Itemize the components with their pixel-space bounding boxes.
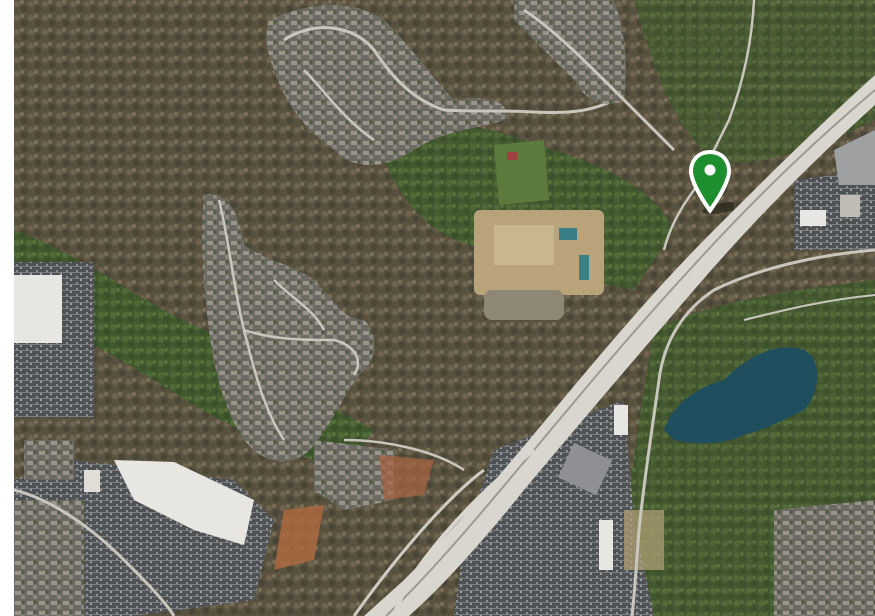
construction-building-2 — [579, 255, 589, 280]
interstate-highway — [364, 75, 875, 616]
red-clay-clearing — [274, 505, 324, 570]
subdivision-north-road-2 — [303, 69, 375, 142]
dirt-clearing — [484, 290, 564, 320]
industrial-building-3 — [614, 405, 628, 435]
pin-center — [704, 164, 716, 176]
road-south-central — [343, 438, 465, 472]
road-south-west — [14, 488, 176, 616]
pin-fill — [693, 154, 727, 207]
subdivision-north-road — [283, 26, 615, 114]
satellite-imagery — [14, 0, 875, 616]
connector-road — [743, 294, 875, 321]
highway-ramp-2 — [352, 468, 485, 616]
residential-east — [794, 170, 875, 250]
east-building — [800, 210, 826, 226]
field-south — [624, 510, 664, 570]
retail-building-south — [114, 460, 254, 545]
left-margin — [0, 0, 14, 616]
location-pin-icon[interactable] — [686, 148, 734, 218]
northeast-road — [523, 8, 676, 152]
highway-median — [385, 89, 875, 616]
construction-pad — [494, 225, 554, 265]
pond — [664, 347, 818, 444]
location-pin-graphic — [689, 150, 734, 215]
commercial-lots-west — [24, 440, 74, 480]
subdivision-west-road — [217, 199, 360, 441]
farm-house — [507, 152, 517, 160]
industrial-building — [557, 442, 613, 496]
subdivision-north — [266, 5, 506, 165]
creek-road — [662, 0, 756, 251]
residential-lots-southwest — [14, 500, 84, 616]
residential-southeast — [774, 500, 875, 616]
farm-clearing — [494, 140, 549, 205]
frontage-road-east — [630, 248, 875, 616]
subdivision-west — [201, 194, 375, 462]
red-clay-clearing-2 — [379, 455, 434, 500]
east-building-3 — [834, 130, 875, 185]
green-forest-northeast — [634, 0, 875, 163]
subdivision-northeast — [514, 0, 626, 104]
industrial-building-2 — [599, 520, 613, 570]
commercial-south-central — [314, 440, 394, 510]
retail-building-left — [14, 275, 62, 343]
east-building-2 — [840, 195, 860, 217]
highway-ramp — [392, 448, 536, 616]
satellite-map[interactable] — [14, 0, 875, 616]
retail-building-small — [84, 470, 100, 492]
construction-building — [559, 228, 577, 240]
